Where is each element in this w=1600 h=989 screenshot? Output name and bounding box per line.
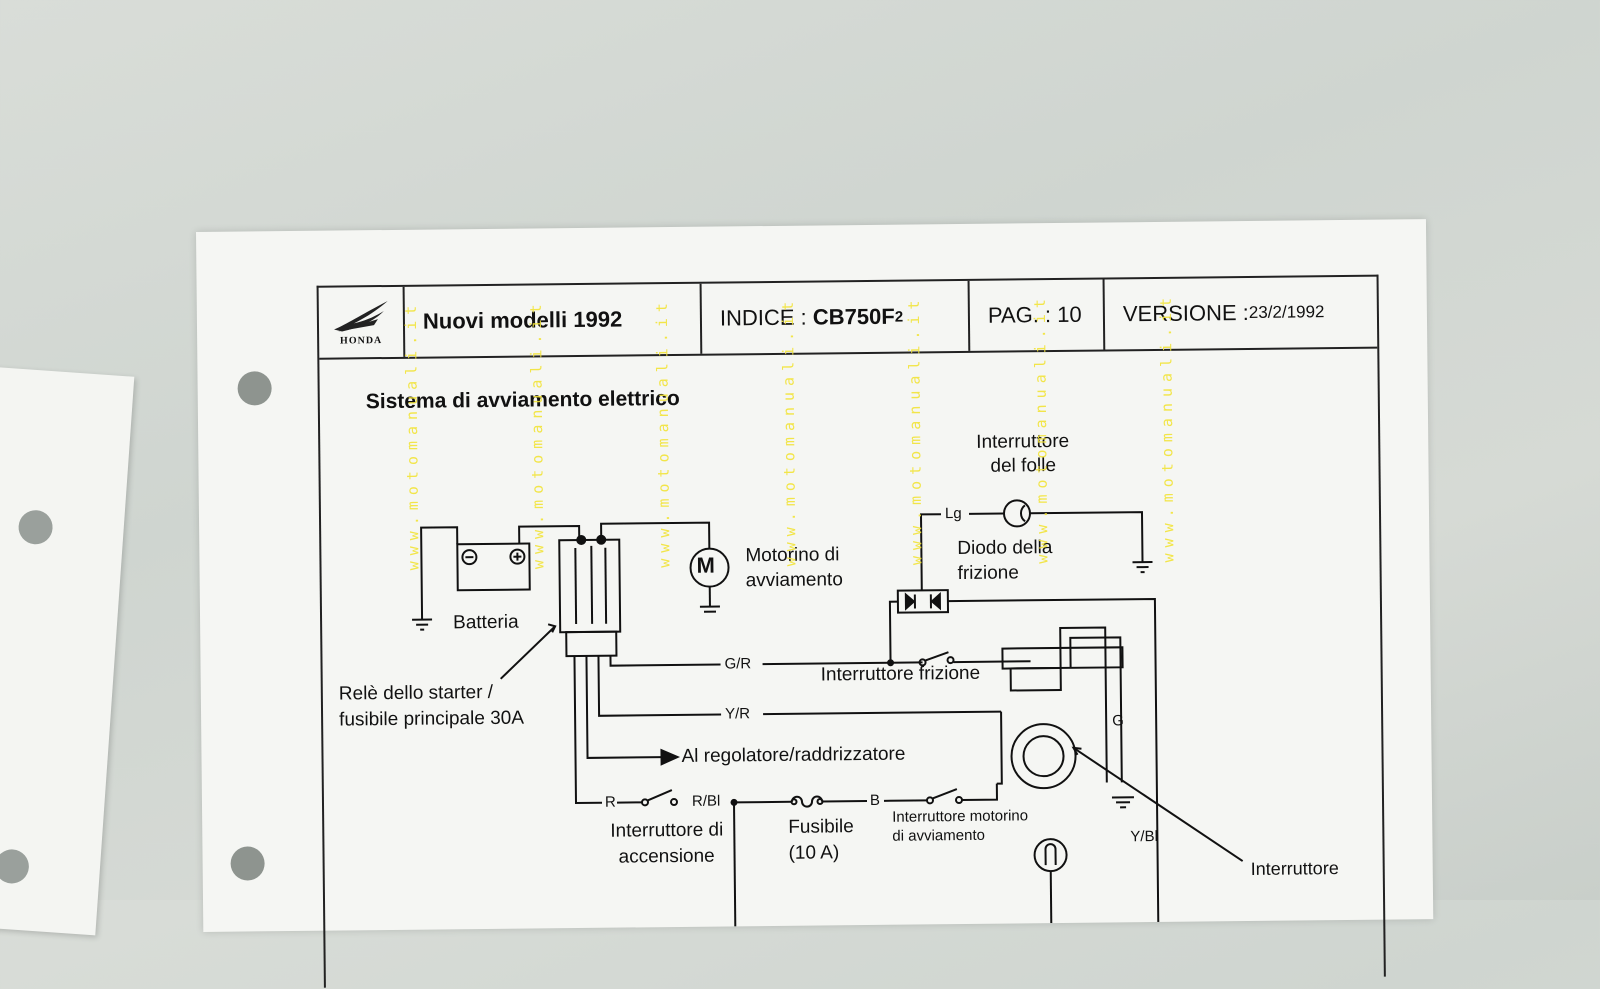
indicator-lamp-symbol [1034,839,1066,871]
wire-code-ybl: Y/Bl [1130,828,1158,846]
relay-label-line1: Relè dello starter / [339,681,493,707]
wire-code-r: R [605,794,616,812]
battery-symbol [457,544,529,591]
motor-label-line2: avviamento [746,568,843,593]
watermark: www.motomanuali.it [402,300,423,571]
interrupter-label-partial: Interruttore [1251,856,1339,881]
relay-label-line2: fusibile principale 30A [339,707,524,733]
neutral-switch-symbol [1004,500,1030,526]
wire-code-g: G [1112,712,1124,730]
diode-symbol [898,590,948,613]
battery-label: Batteria [453,611,519,636]
watermark: www.motomanuali.it [1157,292,1178,563]
background-sheet [0,365,134,936]
motor-symbol-letter: M [696,554,715,578]
ignition-switch-label-line2: accensione [618,845,714,870]
wire-code-gr: G/R [724,655,751,673]
clutch-switch-label: Interruttore frizione [821,662,981,688]
watermark: www.motomanuali.it [1031,293,1052,564]
watermark: www.motomanuali.it [779,296,800,567]
ignition-switch-label-line1: Interruttore di [610,819,723,844]
starter-switch-label-line1: Interruttore motorino [892,807,1028,826]
ground-icon [412,620,432,630]
manual-page: HONDA Nuovi modelli 1992 INDICE : CB750F… [196,219,1433,932]
starter-switch-label-line2: di avviamento [892,827,985,846]
fuse-label-line2: (10 A) [788,841,839,866]
fuse-label-line1: Fusibile [788,815,854,840]
neutral-switch-label-line1: Interruttore [976,430,1069,455]
watermark: www.motomanuali.it [905,294,926,565]
diode-label-line2: frizione [957,561,1018,586]
watermark: www.motomanuali.it [527,298,548,569]
starter-relay-symbol [559,536,620,657]
wire-code-rbl: R/Bl [692,793,721,811]
wire-code-lg: Lg [945,505,962,523]
wire-code-b: B [870,792,880,810]
wire-code-yr: Y/R [725,705,750,723]
regulator-label: Al regolatore/raddrizzatore [681,743,905,769]
ground-icon [1133,562,1153,572]
punch-hole [17,509,53,545]
watermark: www.motomanuali.it [653,297,674,568]
punch-hole [0,848,30,884]
